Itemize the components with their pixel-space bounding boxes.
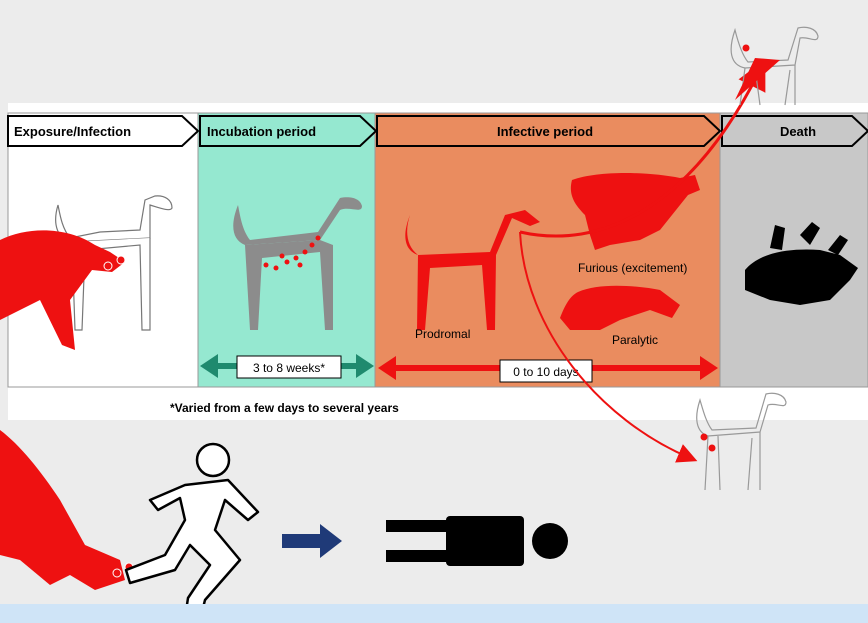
death-title: Death	[780, 124, 816, 139]
incubation-title: Incubation period	[207, 124, 316, 139]
infective-panel	[375, 113, 720, 387]
prodromal-label: Prodromal	[415, 327, 470, 341]
footnote: *Varied from a few days to several years	[170, 401, 399, 415]
furious-label: Furious (excitement)	[578, 261, 687, 275]
healthy-dog-icon	[731, 27, 818, 105]
incubation-duration: 3 to 8 weeks*	[253, 361, 325, 375]
rabid-dog-icon	[0, 430, 125, 590]
infective-duration: 0 to 10 days	[513, 365, 578, 379]
exposure-title: Exposure/Infection	[14, 124, 131, 139]
paralytic-label: Paralytic	[612, 333, 658, 347]
arrow-right-icon	[282, 524, 342, 558]
bottom-band	[0, 604, 868, 623]
lying-person-icon	[386, 516, 568, 566]
running-person-icon	[126, 444, 258, 620]
infective-title: Infective period	[497, 124, 593, 139]
